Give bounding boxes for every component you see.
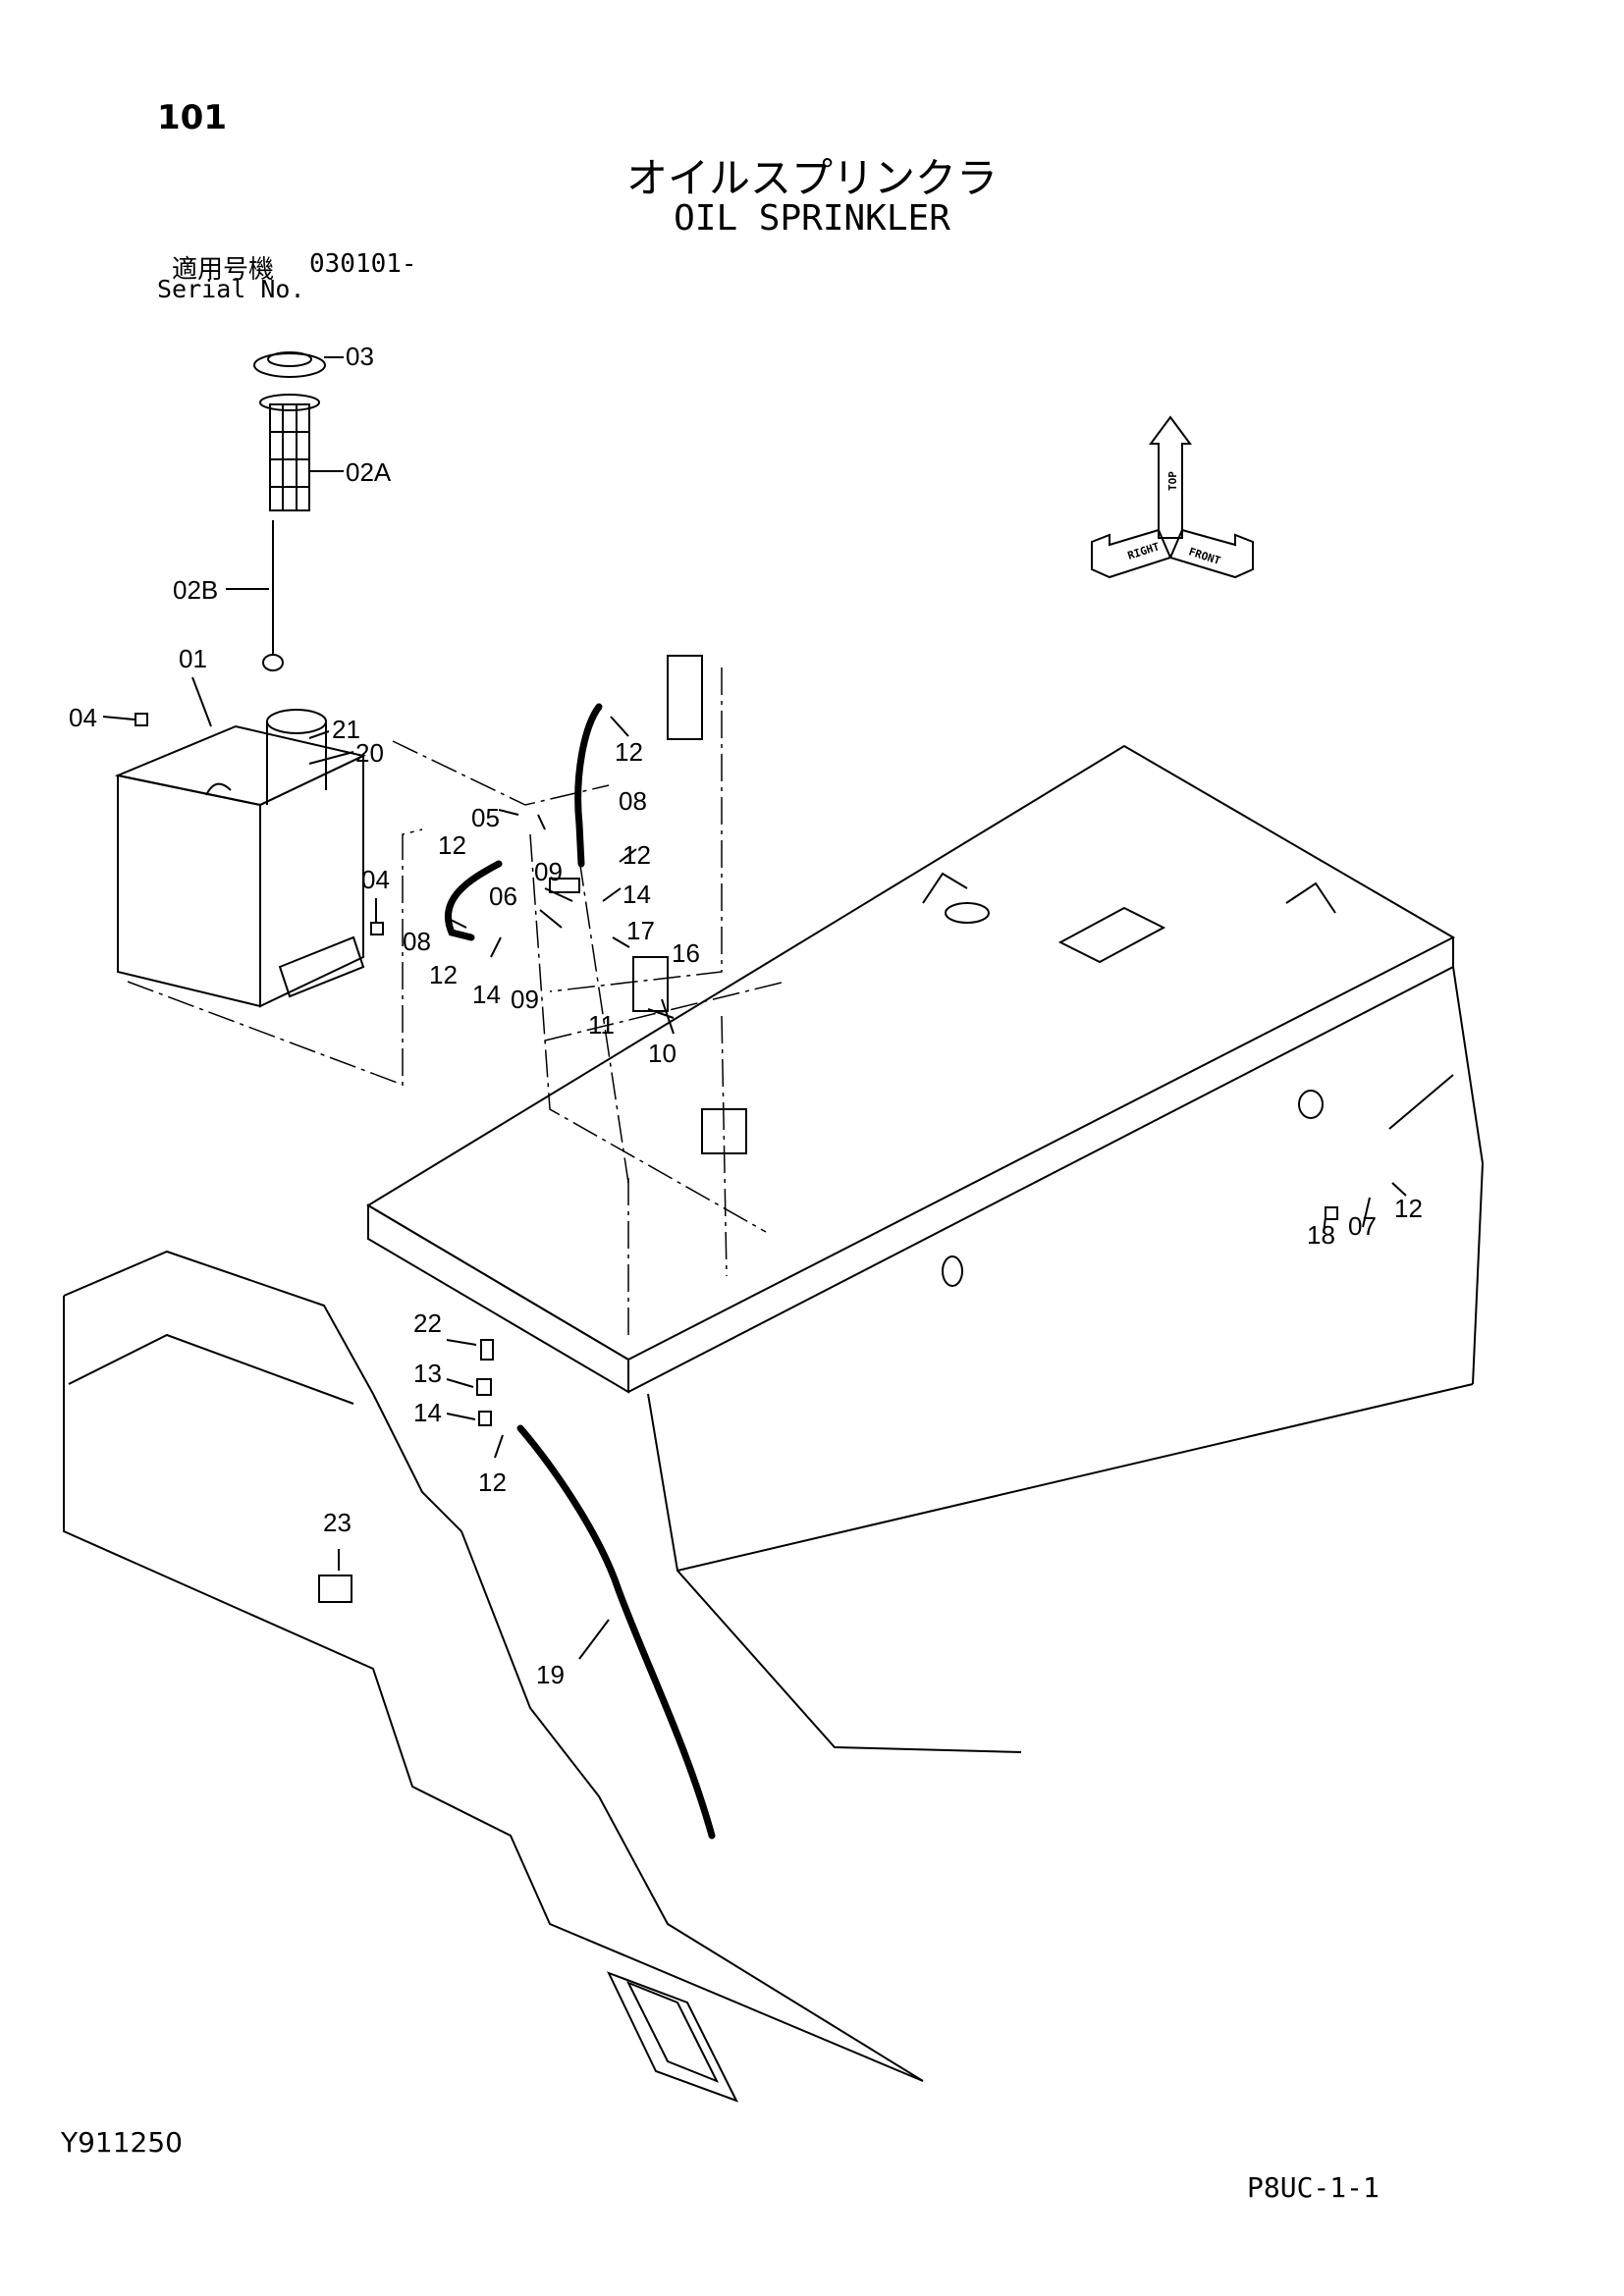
fittings [135,655,1338,1426]
decal-23 [318,1575,352,1603]
callout-16: 16 [672,938,700,968]
bolt-rod [1388,1074,1454,1130]
callout-06: 06 [489,881,517,911]
callout-13: 13 [413,1359,442,1388]
callout-21: 21 [332,715,360,744]
bolt-04-b [370,922,384,935]
page-title-english: OIL SPRINKLER [674,198,950,239]
orientation-indicator: TOP RIGHT FRONT [1091,415,1254,579]
tank-foot [278,935,365,998]
guide-lines [127,667,786,1335]
callout-12-far: 12 [1394,1194,1423,1223]
page-code: P8UC-1-1 [1247,2171,1380,2204]
orientation-front-arrow [1168,528,1254,579]
orientation-top-arrow [1149,415,1192,539]
callout-23: 23 [323,1508,352,1537]
callout-09-up: 09 [534,857,563,886]
callout-08-l: 08 [403,927,431,956]
orientation-right-arrow [1091,528,1172,579]
bolt-04-a [135,713,148,726]
callout-19: 19 [536,1660,565,1689]
callout-04a: 04 [69,703,97,732]
side-panel-opening [607,1971,739,2103]
callout-12-l1: 12 [438,830,466,860]
orientation-top-label: TOP [1166,471,1179,491]
machine-frame [63,744,1485,2103]
callout-03: 03 [346,342,374,371]
callout-04b: 04 [361,865,390,894]
filler-cap-assembly [253,351,326,671]
oil-tank [114,709,367,1008]
callout-08-top: 08 [619,786,647,816]
callout-18: 18 [1307,1220,1335,1250]
document-id: Y911250 [61,2126,183,2159]
serial-label-english: Serial No. [157,275,305,303]
callout-11: 11 [588,1010,615,1040]
callout-07: 07 [1348,1211,1377,1241]
filler-neck [266,709,327,734]
callout-01: 01 [179,644,207,673]
callout-12-low: 12 [478,1468,507,1497]
fitting-18 [1325,1206,1338,1220]
callout-17: 17 [626,916,655,945]
leader-lines [102,356,1407,1660]
page-title-japanese: オイルスプリンクラ [625,154,998,202]
bracket-16 [632,956,669,1012]
callout-20: 20 [355,738,384,768]
fitting-22 [480,1339,494,1361]
callout-10: 10 [648,1039,677,1068]
hose-19 [516,1424,716,1840]
callout-12-l2: 12 [429,960,458,989]
page-number: 101 [157,98,227,137]
callout-02A: 02A [346,457,392,487]
callout-12-top: 12 [615,737,643,767]
valve-block [667,655,703,740]
callout-14-low: 14 [413,1398,442,1427]
callout-12-r1: 12 [623,840,651,870]
serial-label-japanese: 適用号機 [172,255,275,285]
callout-22: 22 [413,1308,442,1338]
orientation-right-label: RIGHT [1126,540,1162,562]
fitting-13 [476,1378,492,1396]
dipstick-ring [262,654,284,671]
hose-08-lower [444,860,503,941]
strainer-flange [259,394,320,411]
fitting-14-lower [478,1411,492,1426]
strainer-mesh [269,403,310,511]
hose-08-upper [574,703,603,868]
callout-labels: 03 02A 02B 01 04 21 20 04 12 08 05 12 09… [69,342,1423,1689]
callout-02B: 02B [173,575,218,605]
callout-05: 05 [471,803,500,832]
serial-number-value: 030101- [309,249,417,279]
callout-14-l: 14 [472,980,501,1009]
callout-09-low: 09 [511,985,539,1014]
callout-14-r: 14 [623,880,651,909]
